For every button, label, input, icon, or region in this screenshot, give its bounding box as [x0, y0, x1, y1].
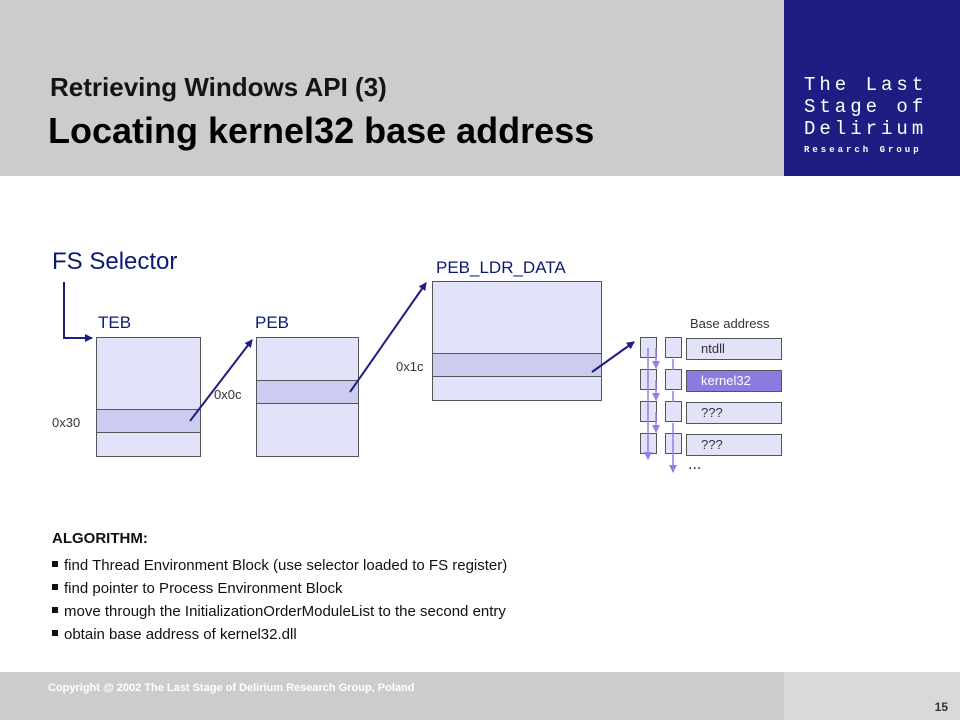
list-blink-cell: [665, 337, 682, 358]
ellipsis: ...: [688, 456, 702, 473]
ldr-to-module-list-arrow: [591, 341, 635, 373]
logo-line-1: The Last: [804, 74, 928, 96]
init-order-module-list-field: [433, 353, 601, 377]
algorithm-title: ALGORITHM:: [52, 530, 148, 547]
footer-corner: [784, 672, 960, 720]
bullet-icon: [52, 584, 58, 591]
teb-fs-0x30-field: [97, 409, 200, 433]
algorithm-step: find Thread Environment Block (use selec…: [52, 557, 507, 580]
module-unknown-2: ???: [686, 434, 782, 456]
base-address-label: Base address: [690, 316, 770, 331]
algorithm-section: ALGORITHM: find Thread Environment Block…: [52, 530, 507, 649]
algorithm-step: move through the InitializationOrderModu…: [52, 603, 507, 626]
algorithm-step: find pointer to Process Environment Bloc…: [52, 580, 507, 603]
fs-selector-arrow: [63, 282, 93, 342]
offset-0x30: 0x30: [52, 415, 81, 430]
slide-subtitle: Retrieving Windows API (3): [50, 72, 387, 102]
logo-line-2: Stage of: [804, 96, 928, 118]
logo: The Last Stage of Delirium Research Grou…: [784, 0, 960, 176]
module-list-forward-links: [644, 348, 677, 473]
fs-selector-label: FS Selector: [52, 248, 178, 275]
logo-line-4: Research Group: [804, 145, 922, 155]
module-ntdll: ntdll: [686, 338, 782, 360]
peb-to-ldr-arrow: [349, 282, 427, 393]
peb-ldr-field: [257, 380, 358, 404]
peb-block: [256, 337, 359, 457]
logo-line-3: Delirium: [804, 118, 928, 140]
bullet-icon: [52, 561, 58, 568]
page-number: 15: [934, 700, 948, 714]
module-unknown-1: ???: [686, 402, 782, 424]
algorithm-step-text: move through the InitializationOrderModu…: [64, 603, 506, 620]
algorithm-step-text: find Thread Environment Block (use selec…: [64, 557, 508, 574]
peb-label: PEB: [255, 313, 290, 332]
algorithm-step: obtain base address of kernel32.dll: [52, 626, 507, 649]
bullet-icon: [52, 630, 58, 637]
copyright-text: Copyright @ 2002 The Last Stage of Delir…: [48, 682, 415, 694]
teb-label: TEB: [98, 313, 132, 332]
algorithm-step-text: find pointer to Process Environment Bloc…: [64, 580, 343, 597]
algorithm-step-text: obtain base address of kernel32.dll: [64, 626, 297, 643]
offset-0x0c: 0x0c: [214, 387, 242, 402]
slide-title: Locating kernel32 base address: [48, 110, 595, 151]
module-kernel32: kernel32: [686, 370, 782, 392]
bullet-icon: [52, 607, 58, 614]
peb-ldr-data-label: PEB_LDR_DATA: [436, 258, 566, 277]
peb-ldr-data-block: [432, 281, 602, 401]
teb-block: [96, 337, 201, 457]
offset-0x1c: 0x1c: [396, 359, 424, 374]
teb-to-peb-arrow: [189, 339, 253, 422]
